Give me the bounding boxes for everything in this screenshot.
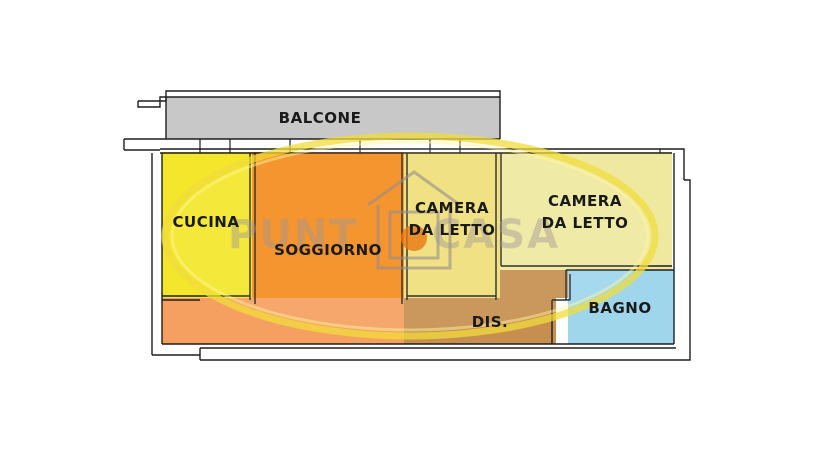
label-bagno: BAGNO xyxy=(588,299,652,317)
room-dis-upper xyxy=(500,270,568,298)
label-camera-2-line2: DA LETTO xyxy=(541,214,629,232)
watermark-text-right: CASA xyxy=(432,212,561,258)
watermark-text-left: PUNT xyxy=(228,212,359,258)
watermark-ellipse xyxy=(161,132,659,340)
label-camera-2-line1: CAMERA xyxy=(548,192,622,210)
label-cucina: CUCINA xyxy=(172,213,240,231)
house-logo-icon xyxy=(367,170,461,270)
label-balcone: BALCONE xyxy=(278,109,362,127)
room-balcone xyxy=(166,97,500,139)
watermark-dot-icon xyxy=(401,225,427,251)
label-camera-1-line1: CAMERA xyxy=(415,199,489,217)
label-soggiorno: SOGGIORNO xyxy=(274,241,382,259)
label-dis: DIS. xyxy=(471,313,509,331)
label-camera-1-line2: DA LETTO xyxy=(408,221,496,239)
